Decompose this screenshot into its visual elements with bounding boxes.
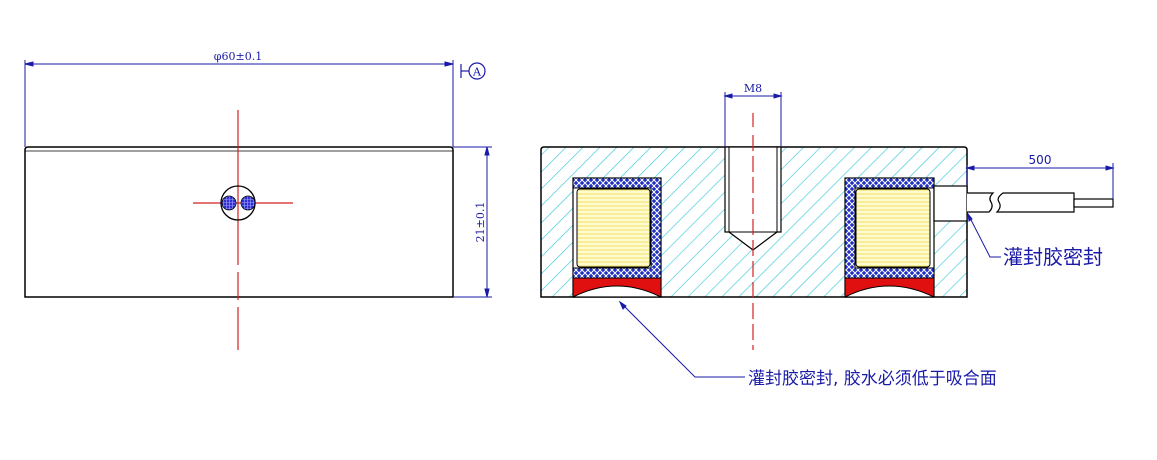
datum-label: A (472, 66, 482, 79)
cable-length-label: 500 (1029, 153, 1052, 167)
right-coil-pocket (844, 177, 935, 298)
cable-length-dimension (965, 163, 1115, 199)
cable (967, 192, 1114, 213)
height-dimension (453, 146, 492, 298)
cable-seal-note: 灌封胶密封 (1003, 245, 1103, 269)
thread-dim-label: M8 (744, 82, 762, 95)
cable-seal-leader (967, 212, 1001, 258)
datum-symbol (460, 62, 486, 80)
coil-winding-right (855, 188, 931, 268)
magnet-body-outline (24, 146, 454, 298)
left-coil-pocket (572, 177, 662, 298)
cable-gland (933, 185, 968, 222)
height-dim-label: 21±0.1 (474, 202, 487, 243)
coil-winding-left (576, 188, 651, 268)
bottom-seal-leader (618, 300, 745, 378)
diameter-dimension (24, 60, 454, 147)
thread-dimension (723, 92, 783, 147)
potting-left (572, 277, 662, 298)
wire-right (240, 195, 256, 211)
potting-right (844, 277, 935, 298)
diameter-dim-label: φ60±0.1 (214, 50, 262, 63)
bottom-seal-note: 灌封胶密封, 胶水必须低于吸合面 (748, 369, 997, 389)
front-view: φ60±0.1 A 21±0.1 (24, 50, 492, 350)
section-view: M8 500 灌封胶密封 灌封胶密封, 胶水必须低于吸合面 (540, 82, 1115, 389)
front-centerlines (193, 110, 293, 350)
wire-left (221, 195, 237, 211)
